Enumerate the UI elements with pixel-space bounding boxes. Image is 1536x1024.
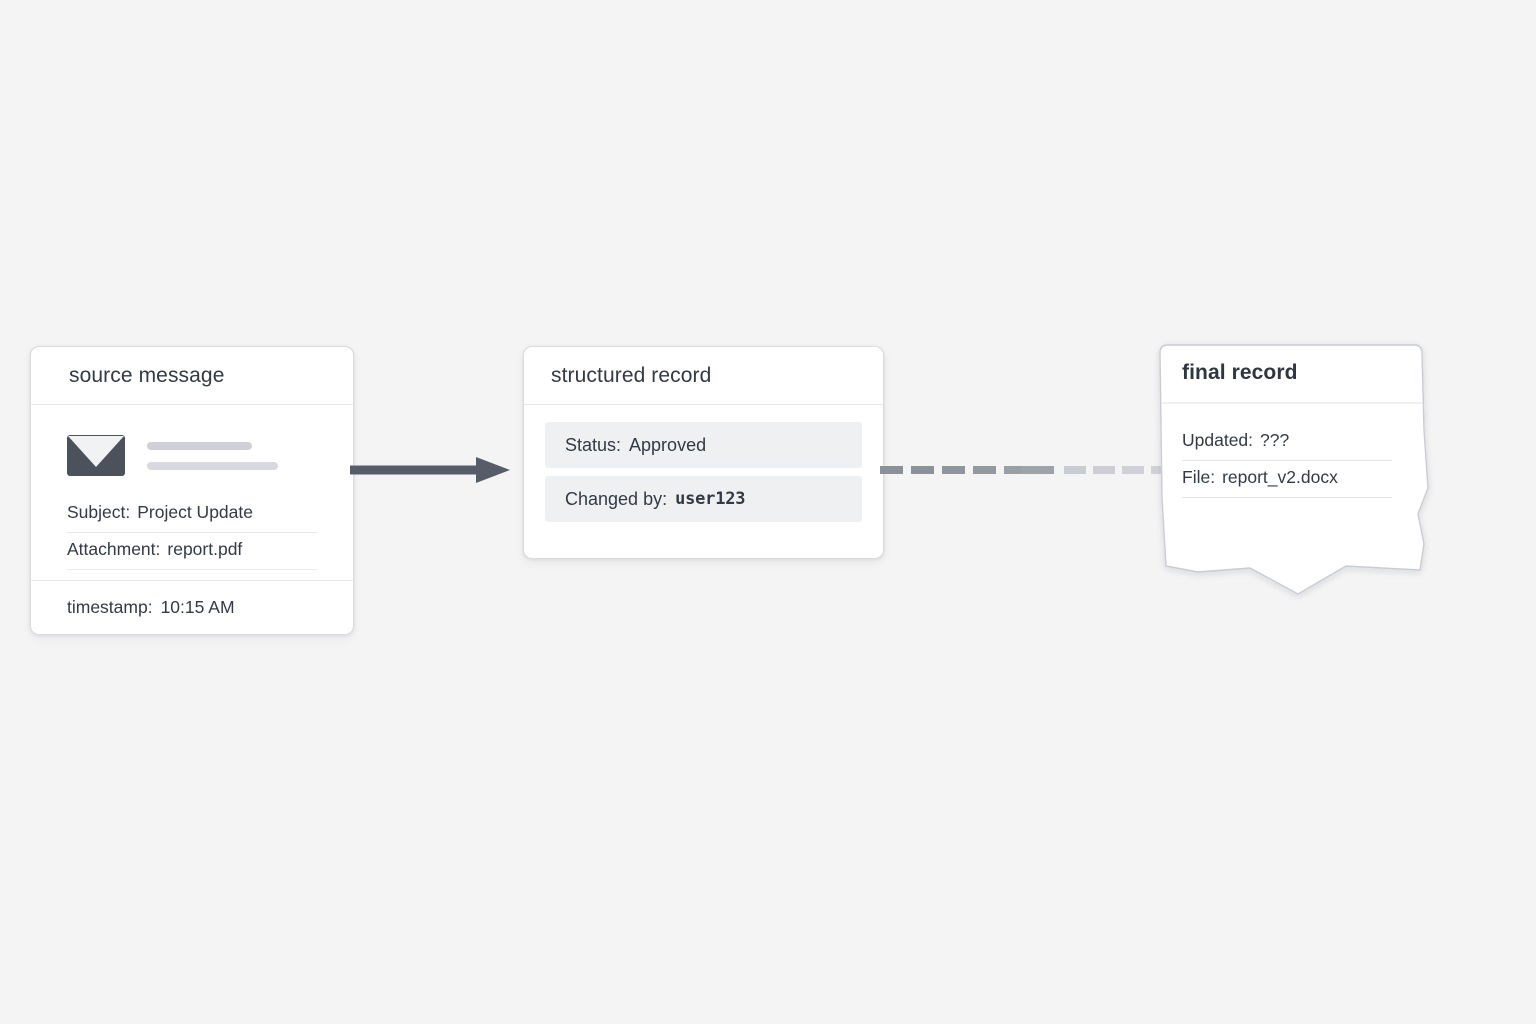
envelope-icon [67, 435, 125, 476]
field-file-label: File: [1182, 467, 1216, 487]
field-updated-label: Updated: [1182, 430, 1254, 450]
card-structured-header: structured record [524, 347, 883, 405]
card-structured-body: Status: Approved Changed by: user123 [524, 405, 883, 540]
field-updated-value: ??? [1260, 430, 1290, 450]
row-status: Status: Approved [545, 422, 862, 468]
field-attachment: Attachment: report.pdf [67, 533, 317, 570]
card-source-body: Subject: Project Update Attachment: report… [31, 405, 353, 590]
placeholder-line-1 [147, 441, 252, 450]
field-updated: Updated:??? [1182, 424, 1392, 461]
field-file: File: report_v2.docx [1182, 461, 1392, 498]
row-status-value: Approved [629, 434, 707, 455]
row-changed-by: Changed by: user123 [545, 476, 862, 522]
arrow-structured-to-final [880, 457, 1196, 483]
field-attachment-label: Attachment: [67, 539, 161, 559]
torn-paper-shape [1159, 344, 1429, 595]
field-attachment-value: report.pdf [167, 539, 243, 559]
card-source-title: source message [69, 363, 225, 387]
card-structured-title: structured record [551, 363, 712, 387]
row-changed-by-value: user123 [675, 489, 746, 509]
card-final-record[interactable]: final record Updated:??? File: report_v2.… [1152, 344, 1429, 595]
card-structured-record[interactable]: structured record Status: Approved Change… [523, 346, 884, 559]
field-subject: Subject: Project Update [67, 496, 317, 533]
card-source-message[interactable]: source message Subject: Project Update At… [30, 346, 354, 635]
field-subject-label: Subject: [67, 502, 131, 522]
card-final-body: Updated:??? File: report_v2.docx [1152, 402, 1422, 498]
field-file-value: report_v2.docx [1222, 467, 1338, 487]
card-final-title: final record [1182, 361, 1298, 384]
placeholder-lines [147, 441, 317, 470]
row-changed-by-label: Changed by: [565, 488, 668, 509]
row-status-label: Status: [565, 434, 622, 455]
field-subject-value: Project Update [137, 502, 253, 522]
arrow-source-to-structured [350, 457, 510, 483]
placeholder-line-2 [147, 461, 278, 470]
card-final-content: final record Updated:??? File: report_v2.… [1152, 344, 1422, 582]
mail-preview-row [67, 435, 317, 476]
timestamp-value: 10:15 AM [160, 597, 235, 617]
card-source-footer: timestamp: 10:15 AM [31, 580, 353, 634]
timestamp-label: timestamp: [67, 597, 153, 617]
card-source-header: source message [31, 347, 353, 405]
card-final-header: final record [1152, 344, 1422, 402]
